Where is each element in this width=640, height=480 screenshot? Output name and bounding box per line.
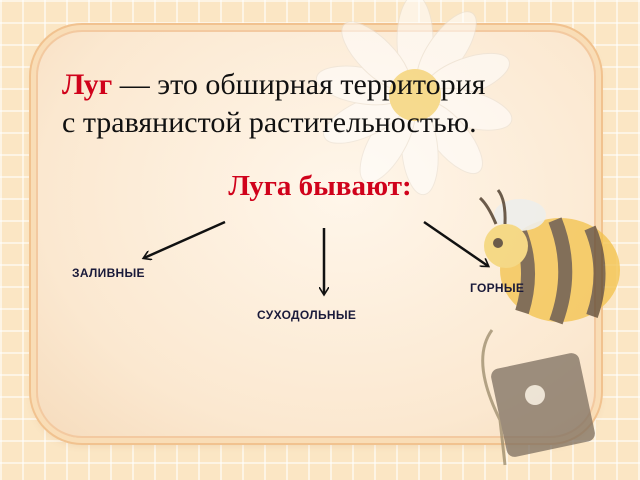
definition-text: Луг — это обширная территория с травянис… [62,66,582,142]
bee-icon [478,189,620,466]
definition-line2: с травянистой растительностью. [62,106,477,139]
type-dry-label: СУХОДОЛЬНЫЕ [257,308,357,322]
daisy-flower-icon [315,0,513,196]
arrow-to-mountain [423,220,488,266]
type-mountain-label: ГОРНЫЕ [470,281,525,295]
type-floodplain-label: ЗАЛИВНЫЕ [72,266,145,280]
meadow-types-heading: Луга бывают: [228,170,412,202]
definition-term: Луг [62,68,113,101]
definition-line1: — это обширная территория [112,68,486,101]
arrow-to-floodplain [144,220,226,258]
